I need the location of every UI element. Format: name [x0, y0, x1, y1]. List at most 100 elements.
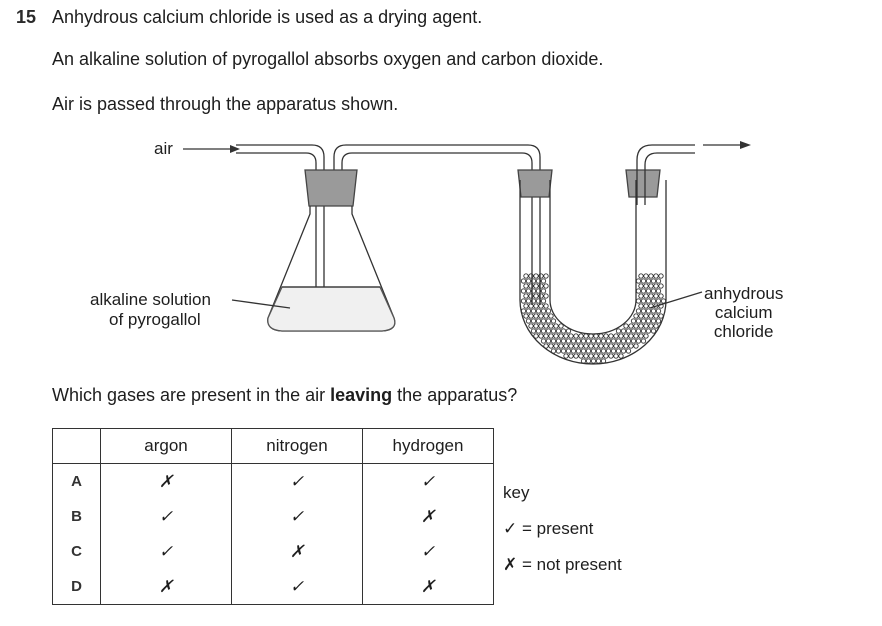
option-label[interactable]: C: [52, 534, 101, 569]
granule: [550, 338, 557, 344]
granule: [568, 333, 574, 339]
granule: [628, 323, 634, 329]
granule: [538, 293, 544, 299]
granule: [633, 323, 639, 329]
granule: [538, 273, 544, 279]
granule: [630, 338, 637, 344]
granule: [645, 298, 652, 304]
granule: [578, 333, 584, 339]
granule: [563, 343, 569, 349]
granule: [595, 348, 602, 354]
granule: [583, 333, 589, 339]
granule: [615, 328, 622, 334]
granule: [650, 308, 657, 314]
granule: [530, 298, 537, 304]
table-row[interactable]: A ✗ ✓ ✓: [52, 463, 494, 499]
flask-label-leader: [231, 299, 291, 309]
granule: [565, 348, 572, 354]
granule: [650, 328, 657, 334]
granule: [638, 333, 644, 339]
granule: [658, 293, 664, 299]
granule: [533, 283, 539, 289]
granule: [648, 283, 654, 289]
granule: [568, 343, 574, 349]
granule: [588, 333, 594, 339]
granule: [603, 343, 609, 349]
granule: [580, 348, 587, 354]
table-cell: ✓: [362, 463, 494, 499]
table-cell: ✗: [100, 569, 232, 605]
granule: [558, 323, 564, 329]
header-hydrogen: hydrogen: [362, 428, 494, 464]
granule: [645, 308, 652, 314]
inlet-tube-inner: [236, 152, 317, 303]
granule: [545, 308, 552, 314]
granule: [540, 308, 547, 314]
granule: [613, 333, 619, 339]
granule: [628, 333, 634, 339]
flask-stopper: [304, 169, 358, 207]
utube-label-line2: calcium: [714, 303, 773, 322]
granule: [638, 303, 644, 309]
granule: [648, 323, 654, 329]
granule: [540, 278, 547, 284]
granule: [585, 338, 592, 344]
granule: [528, 303, 534, 309]
granule: [640, 328, 647, 334]
granule: [538, 283, 544, 289]
granule: [590, 348, 597, 354]
granule: [543, 313, 549, 319]
granule: [630, 328, 637, 334]
table-row[interactable]: B ✓ ✓ ✗: [52, 499, 494, 534]
granule: [540, 298, 547, 304]
granule: [655, 278, 662, 284]
granule: [520, 298, 527, 304]
granule: [553, 343, 559, 349]
granule: [640, 308, 647, 314]
table-row[interactable]: C ✓ ✗ ✓: [52, 534, 494, 569]
utube-label-line1: anhydrous: [704, 284, 784, 303]
table-cell: ✗: [231, 534, 363, 569]
granule: [613, 353, 619, 359]
table-row[interactable]: D ✗ ✓ ✗: [52, 569, 494, 605]
granule: [540, 318, 547, 324]
granule: [573, 353, 579, 359]
granule: [570, 348, 577, 354]
granule: [578, 353, 584, 359]
granule: [608, 333, 614, 339]
table-header-row: argon nitrogen hydrogen: [52, 428, 494, 464]
utube-left-stopper: [517, 169, 553, 198]
granule: [610, 348, 617, 354]
granule: [643, 293, 649, 299]
granule: [530, 308, 537, 314]
table-cell: ✓: [362, 534, 494, 569]
granule: [598, 333, 604, 339]
granule: [533, 333, 539, 339]
granule: [645, 328, 652, 334]
granule: [583, 353, 589, 359]
table-cell: ✗: [362, 569, 494, 605]
option-label[interactable]: D: [52, 569, 101, 605]
inlet-arrow-head: [230, 145, 240, 153]
granule: [543, 333, 549, 339]
granule: [533, 273, 539, 279]
option-label[interactable]: B: [52, 499, 101, 534]
granule: [653, 323, 659, 329]
granule: [653, 283, 659, 289]
granule: [538, 303, 544, 309]
granule: [648, 293, 654, 299]
granule: [603, 333, 609, 339]
granule: [545, 328, 552, 334]
granule: [625, 328, 632, 334]
granule: [548, 323, 554, 329]
granule: [575, 348, 582, 354]
pyrogallol-liquid: [267, 286, 396, 332]
inlet-tube-outer: [236, 144, 325, 303]
table-cell: ✗: [100, 463, 232, 499]
granule: [625, 348, 632, 354]
granule: [530, 318, 537, 324]
option-label[interactable]: A: [52, 463, 101, 499]
granule: [633, 343, 639, 349]
granule: [543, 323, 549, 329]
granule: [645, 318, 652, 324]
